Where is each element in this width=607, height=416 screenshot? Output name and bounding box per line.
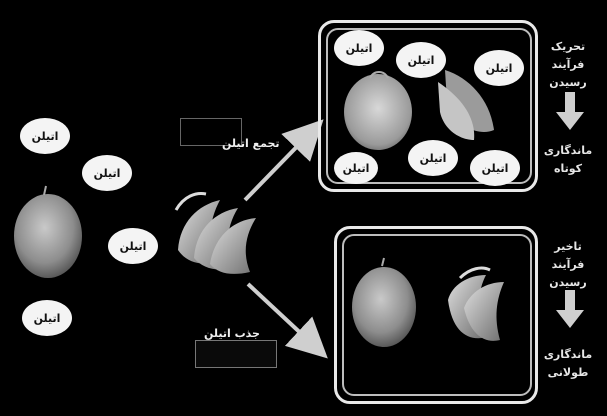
- down-arrow-bottom: [556, 290, 584, 328]
- center-bananas: [176, 194, 256, 274]
- ethylene-bubble: اتیلن: [408, 140, 458, 176]
- ethylene-bubble: اتیلن: [470, 150, 520, 186]
- arrow-top-label: تجمع اتیلن: [222, 137, 280, 150]
- top-side-text-lower: ماندگاری کوتاه: [533, 142, 603, 178]
- ethylene-bubble: اتیلن: [334, 30, 384, 66]
- bottom-line3: ماندگاری: [533, 346, 603, 364]
- ethylene-bubble: اتیلن: [108, 228, 158, 264]
- bottom-line1: تاخیر: [533, 238, 603, 256]
- top-side-text-upper: تحریک فرآیند رسیدن: [533, 38, 603, 92]
- ethylene-bubble: اتیلن: [474, 50, 524, 86]
- bottom-box-inner: [342, 234, 532, 396]
- down-arrow-top: [556, 92, 584, 130]
- bottom-side-text-lower: ماندگاری طولانی: [533, 346, 603, 382]
- bottom-line2: فرآیند رسیدن: [533, 256, 603, 292]
- left-apple: [14, 186, 82, 278]
- top-line4: کوتاه: [533, 160, 603, 178]
- bottom-side-text-upper: تاخیر فرآیند رسیدن: [533, 238, 603, 292]
- ethylene-bubble: اتیلن: [396, 42, 446, 78]
- bottom-arrow-label-box: [195, 340, 277, 368]
- ethylene-bubble: اتیلن: [82, 155, 132, 191]
- top-line2: فرآیند رسیدن: [533, 56, 603, 92]
- ethylene-bubble: اتیلن: [334, 152, 378, 184]
- ethylene-bubble: اتیلن: [20, 118, 70, 154]
- arrow-bottom-label: جذب اتیلن: [204, 327, 260, 340]
- top-line3: ماندگاری: [533, 142, 603, 160]
- bottom-line4: طولانی: [533, 364, 603, 382]
- top-line1: تحریک: [533, 38, 603, 56]
- ethylene-bubble: اتیلن: [22, 300, 72, 336]
